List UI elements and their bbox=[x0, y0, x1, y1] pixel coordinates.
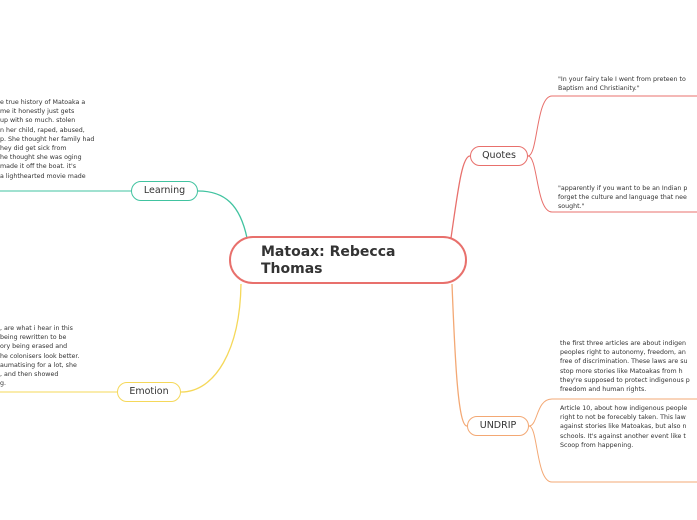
learning-note[interactable]: e true history of Matoaka a me it honest… bbox=[0, 99, 95, 180]
connector-quotes bbox=[450, 155, 471, 239]
quote-item-2[interactable]: "apparently if you want to be an Indian … bbox=[558, 185, 688, 211]
connector-quote-2 bbox=[527, 155, 697, 213]
central-topic-label: Matoax: Rebecca Thomas bbox=[261, 244, 396, 277]
connector-learning bbox=[197, 190, 248, 239]
connector-emotion bbox=[180, 283, 242, 393]
undrip-item-2[interactable]: Article 10, about how indigenous people … bbox=[560, 405, 688, 449]
connector-undrip bbox=[451, 283, 468, 427]
topic-learning[interactable]: Learning bbox=[131, 181, 198, 201]
central-topic[interactable]: Matoax: Rebecca Thomas bbox=[229, 236, 467, 284]
undrip-item-1[interactable]: the first three articles are about indig… bbox=[560, 340, 690, 394]
topic-quotes[interactable]: Quotes bbox=[470, 146, 528, 166]
quote-item-1[interactable]: "In your fairy tale I went from preteen … bbox=[558, 76, 686, 93]
topic-emotion[interactable]: Emotion bbox=[117, 382, 181, 402]
connector-undrip-1 bbox=[528, 398, 697, 427]
connector-undrip-2 bbox=[528, 425, 697, 483]
connector-quote-1 bbox=[527, 95, 697, 157]
topic-undrip[interactable]: UNDRIP bbox=[467, 416, 529, 436]
emotion-note[interactable]: , are what i hear in this being rewritte… bbox=[0, 325, 80, 388]
